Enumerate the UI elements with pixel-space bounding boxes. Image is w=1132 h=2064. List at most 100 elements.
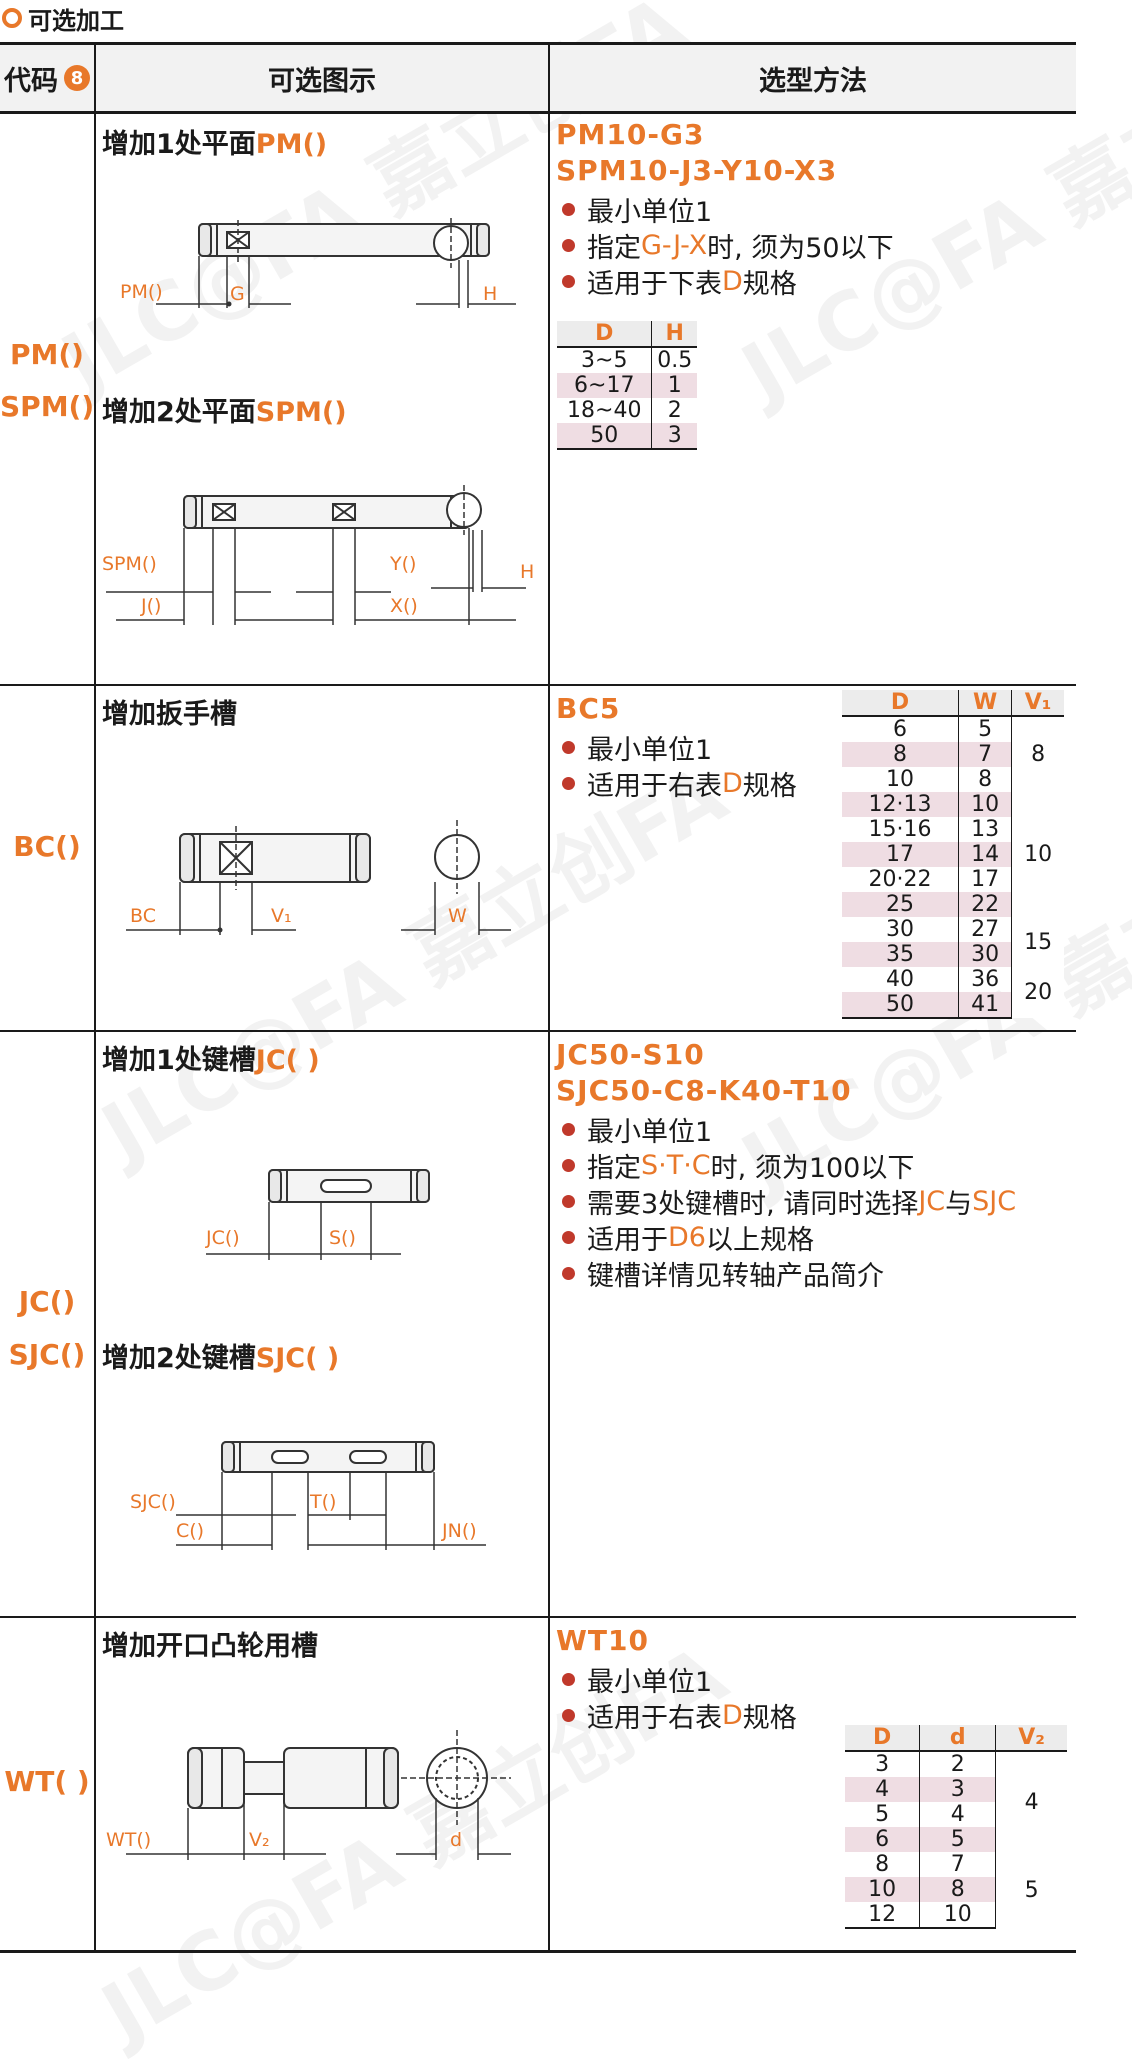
bullet-text: 以上规格 <box>705 1225 814 1256</box>
dim-label-pm: PM() <box>120 281 163 303</box>
th-d: D <box>557 321 652 348</box>
cell: 22 <box>957 892 1012 917</box>
bullet-text: 规格 <box>742 771 797 802</box>
cell: 3 <box>919 1777 996 1802</box>
cam-groove <box>243 1761 285 1795</box>
th-d: D <box>845 1725 920 1752</box>
bullet-text: 适用于右表 <box>587 771 722 802</box>
subtitle-bc: 增加扳手槽 <box>102 699 237 730</box>
pm-drawing: PM() G H SPM() J() Y() <box>102 218 534 625</box>
bullet-text: 时, 须为100以下 <box>710 1153 915 1184</box>
th-h: H <box>651 321 697 348</box>
cell: 30 <box>957 942 1012 967</box>
dim-label-g: G <box>230 283 245 305</box>
cell: 10 <box>957 792 1012 817</box>
cell: 20 <box>1011 967 1064 1018</box>
cell: 5 <box>957 716 1012 742</box>
bullet-text: 时, 须为50以下 <box>707 233 894 264</box>
dim-label-bc: BC <box>130 905 156 927</box>
cell: 30 <box>885 917 914 942</box>
cell: 20·22 <box>868 867 932 892</box>
section-title-text: 可选加工 <box>28 6 124 35</box>
circle-bullet-icon <box>2 8 22 28</box>
bc-drawing: BC V₁ W <box>126 820 511 935</box>
subtitle-wt: 增加开口凸轮用槽 <box>102 1631 318 1662</box>
shaft-body <box>283 1747 399 1809</box>
cell: 18~40 <box>567 398 642 423</box>
code-pm: PM() <box>10 338 84 371</box>
code-bc: BC() <box>13 830 81 863</box>
dim-label-sjc: SJC() <box>130 1491 176 1513</box>
cell: 2 <box>919 1751 996 1777</box>
bullet-item: 键槽详情见转轴产品简介 <box>562 1254 884 1293</box>
bullet-highlight: G-J-X <box>641 230 708 261</box>
bullet-dot-icon <box>562 1267 575 1280</box>
dim-label-spm: SPM() <box>102 553 157 575</box>
cell: 7 <box>919 1852 996 1877</box>
th-w: W <box>957 690 1012 717</box>
subtitle-text: 增加1处键槽 <box>102 1045 256 1076</box>
dim-label-wt: WT() <box>106 1829 151 1851</box>
cell: 2 <box>651 398 697 423</box>
bullet-highlight: D <box>722 266 743 297</box>
dim-label-c: C() <box>176 1520 204 1542</box>
bullet-dot-icon <box>562 1195 575 1208</box>
header-figure-label: 可选图示 <box>268 65 376 97</box>
cell: 4 <box>995 1751 1067 1852</box>
bullet-text: 规格 <box>742 269 797 300</box>
keyway-slot <box>349 1450 387 1464</box>
keyway-slot <box>271 1450 309 1464</box>
dim-label-v2: V₂ <box>249 1829 270 1851</box>
shaft-body <box>221 1441 435 1473</box>
bullet-highlight: D <box>722 768 743 799</box>
cell: 14 <box>957 842 1012 867</box>
dim-label-y: Y() <box>389 553 416 575</box>
cell: 8 <box>1011 716 1064 792</box>
cell: 6 <box>845 1827 920 1852</box>
column-divider <box>94 44 96 1952</box>
dim-label-x: X() <box>390 595 418 617</box>
cell: 35 <box>842 942 959 967</box>
cell: 5 <box>995 1852 1067 1928</box>
bullet-dot-icon <box>562 239 575 252</box>
bullet-dot-icon <box>562 275 575 288</box>
option-number-badge: 8 <box>64 65 90 91</box>
table-top-border <box>0 42 1076 45</box>
subtitle-code: PM() <box>255 129 328 160</box>
code-jc: JC() <box>18 1285 76 1318</box>
cell: 10 <box>885 767 914 792</box>
cell: 5 <box>919 1827 996 1852</box>
cell: 25 <box>842 892 959 917</box>
bullet-dot-icon <box>562 741 575 754</box>
cell: 17 <box>842 842 959 867</box>
bullet-item: 最小单位1 <box>562 728 712 767</box>
cell: 15·16 <box>868 817 932 842</box>
header-method-label: 选型方法 <box>759 65 867 97</box>
dim-label-t: T() <box>309 1491 336 1513</box>
cell: 12·13 <box>842 792 959 817</box>
subtitle-code: JC( ) <box>255 1045 320 1076</box>
cell: 5 <box>875 1802 890 1827</box>
subtitle-text: 增加2处键槽 <box>102 1343 256 1374</box>
header-method: 选型方法 <box>550 44 1076 112</box>
wt-drawing: WT() V₂ d <box>106 1730 511 1860</box>
cell: 50 <box>557 423 652 450</box>
keyway-slot <box>320 1179 372 1193</box>
code-wt: WT( ) <box>4 1765 90 1798</box>
cell: 4 <box>919 1802 996 1827</box>
dim-label-h: H <box>520 561 534 583</box>
th-small-d: d <box>919 1725 996 1752</box>
cell: 10 <box>919 1902 996 1929</box>
column-divider <box>548 44 550 1952</box>
cell: 10 <box>1011 792 1064 917</box>
bullet-item: 最小单位1 <box>562 190 712 229</box>
cell: 10 <box>845 1877 920 1902</box>
